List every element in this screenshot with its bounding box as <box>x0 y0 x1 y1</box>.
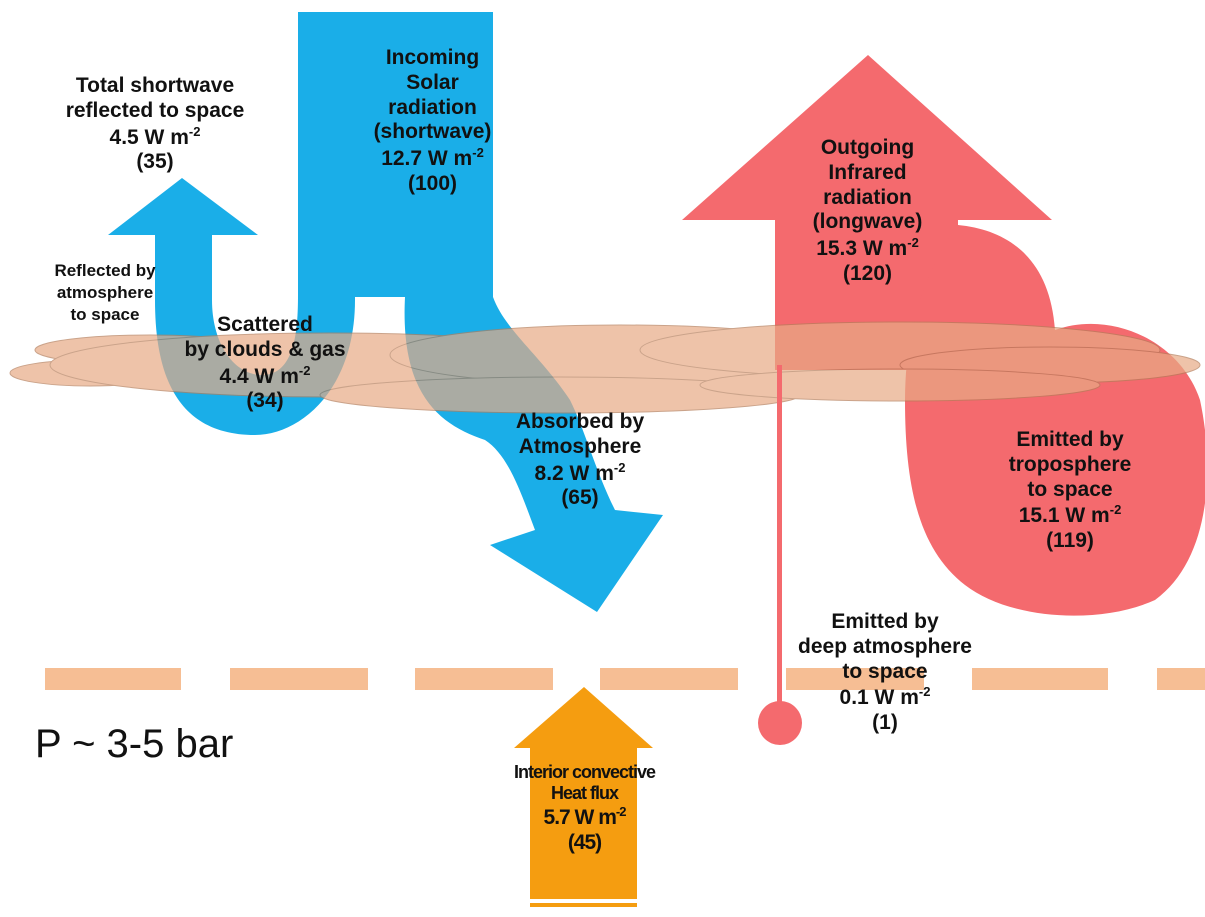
interior-value: 5.7 W m-2 <box>543 804 627 830</box>
outgoing-line2: Infrared <box>828 160 907 184</box>
interior-arrow-underline <box>530 899 637 903</box>
incoming-line3: radiation <box>388 95 477 119</box>
deep-line3: to space <box>842 659 928 683</box>
troposphere-value: 15.1 W m-2 <box>1018 502 1122 528</box>
incoming-label: Incoming Solar radiation (shortwave) 12.… <box>355 46 510 197</box>
deep-line1: Emitted by <box>831 610 939 633</box>
reflected-shortwave-arrow <box>108 12 355 435</box>
reflected-atm-line1: Reflected by <box>54 261 156 280</box>
absorbed-value: 8.2 W m-2 <box>534 459 626 485</box>
absorbed-label: Absorbed by Atmosphere 8.2 W m-2 (65) <box>490 410 670 511</box>
reflected-atm-line2: atmosphere <box>56 283 154 303</box>
reflected-total-value: 4.5 W m-2 <box>109 123 201 149</box>
incoming-line1: Incoming <box>385 46 480 69</box>
interior-percent: (45) <box>567 831 602 855</box>
scattered-line1: Scattered <box>217 313 313 336</box>
reflected-total-line2: reflected to space <box>65 98 245 122</box>
deep-emission-line <box>777 365 782 725</box>
scattered-line2: by clouds & gas <box>184 337 346 361</box>
outgoing-line1: Outgoing <box>820 136 915 159</box>
scattered-value: 4.4 W m-2 <box>219 362 311 388</box>
incoming-value: 12.7 W m-2 <box>381 145 484 171</box>
reflected-atm-line3: to space <box>70 305 140 325</box>
deep-label: Emitted by deep atmosphere to space 0.1 … <box>785 610 985 736</box>
reflected-total-percent: (35) <box>136 150 174 174</box>
troposphere-line1: Emitted by <box>1016 428 1124 451</box>
troposphere-percent: (119) <box>1046 529 1094 553</box>
reflected-total-label: Total shortwave reflected to space 4.5 W… <box>40 74 270 175</box>
reflected-atm-label: Reflected by atmosphere to space <box>30 260 180 326</box>
incoming-line2: Solar <box>406 70 459 94</box>
outgoing-line4: (longwave) <box>812 210 923 234</box>
incoming-line4: (shortwave) <box>373 120 492 144</box>
troposphere-line3: to space <box>1027 477 1113 501</box>
interior-label: Interior convective Heat flux 5.7 W m-2 … <box>497 762 672 856</box>
outgoing-longwave-arrow <box>682 55 1052 370</box>
troposphere-emission-blob <box>905 225 1205 616</box>
reflected-total-line1: Total shortwave <box>75 74 235 97</box>
interior-heat-arrow <box>514 687 653 907</box>
cloud-layer <box>9 321 1201 414</box>
scattered-label: Scattered by clouds & gas 4.4 W m-2 (34) <box>165 313 365 414</box>
incoming-solar-column <box>355 12 493 297</box>
interior-line1: Interior convective <box>513 762 656 782</box>
deep-line2: deep atmosphere <box>798 634 972 658</box>
troposphere-line2: troposphere <box>1008 452 1132 476</box>
deep-value: 0.1 W m-2 <box>839 684 931 710</box>
absorbed-line2: Atmosphere <box>518 434 642 458</box>
troposphere-label: Emitted by troposphere to space 15.1 W m… <box>975 428 1165 554</box>
pressure-level-dashes <box>45 668 1205 690</box>
outgoing-line3: radiation <box>823 185 912 209</box>
interior-line2: Heat flux <box>550 783 619 804</box>
deep-percent: (1) <box>872 711 898 735</box>
outgoing-percent: (120) <box>842 261 893 285</box>
outgoing-value: 15.3 W m-2 <box>816 235 919 261</box>
absorbed-percent: (65) <box>561 486 599 510</box>
pressure-label: P ~ 3-5 bar <box>35 722 234 766</box>
scattered-percent: (34) <box>246 389 284 413</box>
incoming-percent: (100) <box>407 171 458 195</box>
outgoing-label: Outgoing Infrared radiation (longwave) 1… <box>780 136 955 287</box>
absorbed-line1: Absorbed by <box>515 410 645 433</box>
deep-emission-source <box>758 701 802 745</box>
